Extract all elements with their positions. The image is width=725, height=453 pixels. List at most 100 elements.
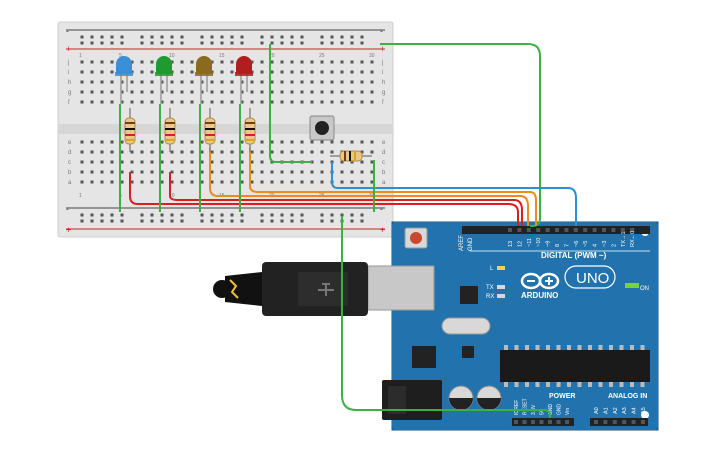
rail-hole <box>300 219 304 223</box>
breadboard-hole <box>120 140 124 144</box>
digital-pin-hole[interactable] <box>536 228 541 232</box>
breadboard-hole <box>270 180 274 184</box>
digital-pin-label: 12 <box>517 241 523 247</box>
rail-hole <box>320 213 324 217</box>
breadboard-hole <box>300 60 304 64</box>
led-blue[interactable] <box>115 56 133 104</box>
digital-pin-hole[interactable] <box>602 228 606 232</box>
breadboard-hole <box>150 100 154 104</box>
analog-pin-hole[interactable] <box>594 420 598 424</box>
aref-label: AREF <box>459 235 465 251</box>
rail-hole <box>100 35 104 39</box>
breadboard-hole <box>130 90 134 94</box>
led-red[interactable] <box>235 56 253 104</box>
breadboard-hole <box>110 80 114 84</box>
l-label: L <box>490 266 494 272</box>
breadboard-hole <box>180 160 184 164</box>
led-green[interactable] <box>155 56 173 104</box>
breadboard-hole <box>100 140 104 144</box>
rail-hole <box>170 35 174 39</box>
analog-pin-label: A3 <box>622 407 628 414</box>
breadboard-hole <box>310 170 314 174</box>
digital-pin-hole[interactable] <box>526 228 531 232</box>
power-pin-hole[interactable] <box>565 420 569 424</box>
rail-hole <box>220 219 224 223</box>
power-pin-hole[interactable] <box>531 420 535 424</box>
analog-pin-hole[interactable] <box>603 420 608 424</box>
rail-hole <box>330 41 334 45</box>
analog-pin-hole[interactable] <box>612 420 617 424</box>
rail-hole <box>170 213 174 217</box>
breadboard-hole <box>300 70 304 74</box>
breadboard-hole <box>310 180 314 184</box>
digital-pin-hole[interactable] <box>573 228 578 232</box>
breadboard-hole <box>340 60 344 64</box>
breadboard-hole <box>110 180 114 184</box>
breadboard-hole <box>350 170 354 174</box>
breadboard-hole <box>210 150 214 154</box>
digital-pin-hole[interactable] <box>545 228 550 232</box>
digital-pin-hole[interactable] <box>611 228 616 232</box>
power-pin-hole[interactable] <box>514 420 518 424</box>
digital-pin-hole[interactable] <box>620 228 625 232</box>
breadboard-hole <box>180 180 184 184</box>
digital-pin-label: 13 <box>508 241 514 247</box>
rail-hole <box>210 35 214 39</box>
rail-hole <box>110 219 114 223</box>
breadboard-hole <box>170 90 174 94</box>
breadboard-hole <box>250 80 254 84</box>
digital-pin-hole[interactable] <box>555 228 559 232</box>
breadboard-hole <box>280 100 284 104</box>
breadboard-hole <box>90 60 94 64</box>
digital-pin-hole[interactable] <box>630 228 635 232</box>
breadboard-hole <box>340 140 344 144</box>
push-button[interactable] <box>309 115 335 141</box>
rail-hole <box>360 35 364 39</box>
breadboard-hole <box>310 70 314 74</box>
column-number: 25 <box>319 53 325 59</box>
led-yellow[interactable] <box>195 56 213 104</box>
breadboard-hole <box>260 180 264 184</box>
power-pin-hole[interactable] <box>539 420 544 424</box>
analog-label: ANALOG IN <box>608 393 647 400</box>
breadboard-hole <box>200 150 204 154</box>
power-pin-hole[interactable] <box>556 420 561 424</box>
breadboard-hole <box>370 150 374 154</box>
breadboard-hole <box>290 180 294 184</box>
row-letter: d <box>382 150 385 156</box>
breadboard-hole <box>140 140 144 144</box>
reset-button-cap[interactable] <box>410 232 422 244</box>
breadboard-hole <box>120 90 124 94</box>
breadboard-hole <box>210 100 214 104</box>
analog-pin-hole[interactable] <box>641 420 645 424</box>
breadboard-hole <box>320 150 324 154</box>
digital-pin-hole[interactable] <box>583 228 588 232</box>
breadboard-hole <box>230 60 234 64</box>
power-pin-hole[interactable] <box>522 420 527 424</box>
analog-pin-hole[interactable] <box>622 420 627 424</box>
chip-pins <box>504 345 645 387</box>
breadboard-hole <box>220 170 224 174</box>
wires <box>119 43 577 419</box>
breadboard-hole <box>360 80 364 84</box>
breadboard-hole <box>160 140 164 144</box>
digital-pin-hole[interactable] <box>508 228 512 232</box>
breadboard-hole <box>230 170 234 174</box>
power-pin-label: RESET <box>523 398 529 415</box>
rail-hole <box>90 213 94 217</box>
row-letter: d <box>68 150 71 156</box>
breadboard-hole <box>150 180 154 184</box>
breadboard-hole <box>230 100 234 104</box>
digital-pin-hole[interactable] <box>592 228 597 232</box>
digital-pin-hole[interactable] <box>517 228 522 232</box>
analog-pin-hole[interactable] <box>631 420 636 424</box>
power-pin-hole[interactable] <box>548 420 552 424</box>
breadboard-hole <box>340 80 344 84</box>
push-button-cap[interactable] <box>315 121 329 135</box>
rail-hole <box>180 219 184 223</box>
breadboard-hole <box>100 80 104 84</box>
breadboard-hole <box>260 70 264 74</box>
breadboard-hole <box>370 100 374 104</box>
digital-pin-hole[interactable] <box>564 228 569 232</box>
